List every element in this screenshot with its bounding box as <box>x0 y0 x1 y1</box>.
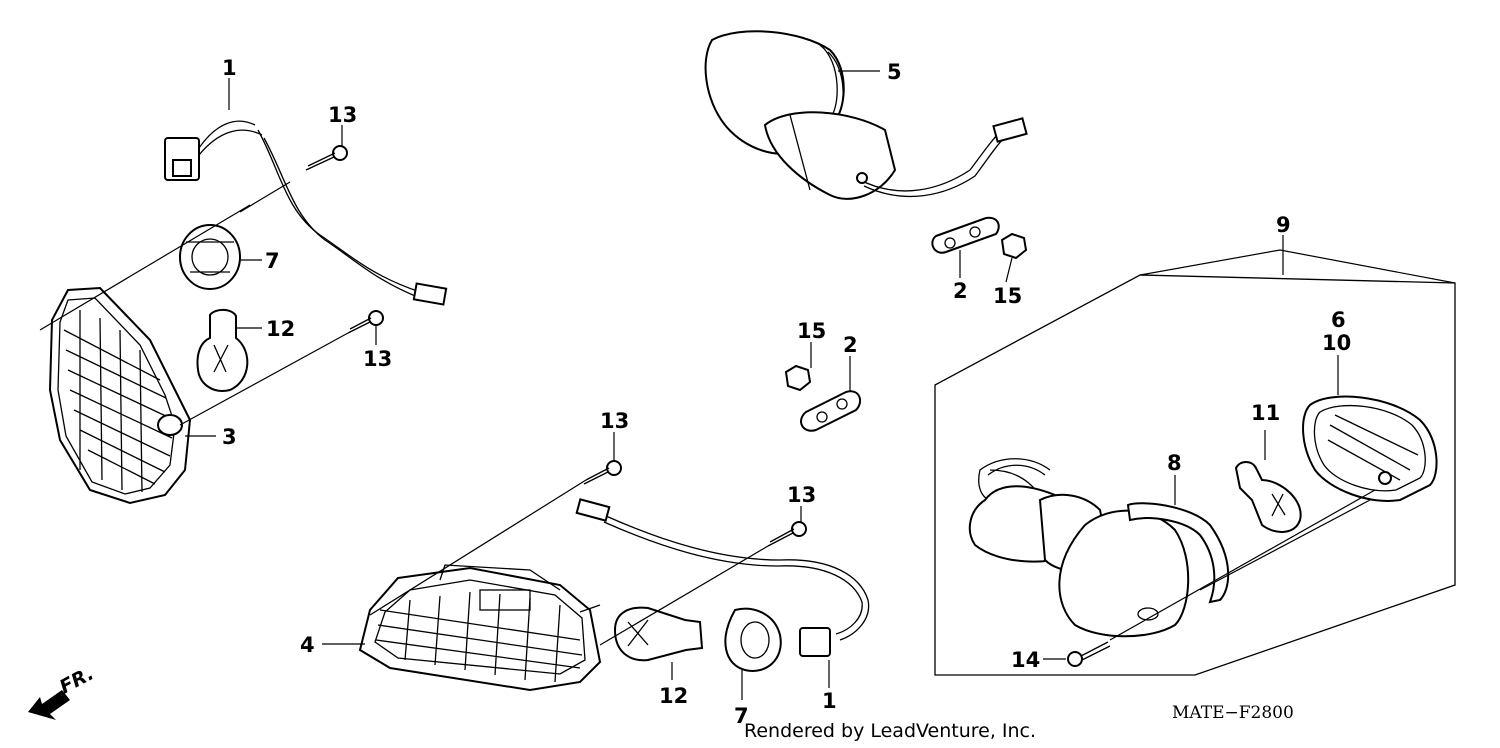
callout-1-top: 1 <box>222 56 237 80</box>
lens-6-10 <box>1302 395 1438 502</box>
assembly-box-9 <box>934 249 1456 676</box>
nut-15-mid <box>784 364 812 392</box>
callout-12-bottom: 12 <box>659 684 688 708</box>
callout-2-mid: 2 <box>843 333 858 357</box>
callout-9: 9 <box>1276 213 1291 237</box>
callout-6: 6 <box>1331 308 1346 332</box>
callout-12-left: 12 <box>266 317 295 341</box>
callout-1-bottom: 1 <box>822 689 837 713</box>
callout-14: 14 <box>1011 648 1040 672</box>
callout-7-bottom: 7 <box>734 704 749 728</box>
socket-7-left <box>179 224 241 290</box>
screw-13-lower-left <box>347 310 384 334</box>
bulb-11 <box>1234 461 1302 533</box>
callout-5: 5 <box>887 60 902 84</box>
front-direction-arrow-icon: FR. <box>28 662 97 720</box>
turn-light-lens-4 <box>358 564 602 692</box>
callout-4: 4 <box>300 633 315 657</box>
callout-13-lower: 13 <box>363 347 392 371</box>
turn-signal-5 <box>704 30 1028 200</box>
bulb-12-left <box>196 308 249 392</box>
turn-signal-housing <box>968 458 1190 638</box>
nut-15-top <box>1000 232 1028 260</box>
callout-13-upper: 13 <box>328 103 357 127</box>
callout-3: 3 <box>222 425 237 449</box>
bulb-12-bottom <box>613 606 704 662</box>
callout-7-left: 7 <box>265 249 280 273</box>
callout-2-top: 2 <box>953 279 968 303</box>
callout-13-bottom-right: 13 <box>787 483 816 507</box>
diagram-code: MATE−F2800 <box>1172 703 1294 723</box>
screw-13-bottom-right <box>767 521 807 547</box>
turn-light-lens-3 <box>48 286 192 505</box>
gasket-8 <box>1126 502 1230 604</box>
screw-13-bottom-left <box>583 460 622 485</box>
screw-13-upper-left <box>305 145 348 171</box>
plate-2-top <box>931 216 1000 254</box>
wire-harness-left <box>164 120 448 306</box>
socket-7-bottom <box>724 607 782 672</box>
callout-15-top: 15 <box>993 284 1022 308</box>
plate-2-mid <box>800 390 862 432</box>
wire-harness-bottom <box>575 498 870 657</box>
callout-13-bottom-left: 13 <box>600 409 629 433</box>
callout-11: 11 <box>1251 401 1280 425</box>
callout-8: 8 <box>1167 451 1182 475</box>
credit-text: Rendered by LeadVenture, Inc. <box>744 720 1036 742</box>
callout-10: 10 <box>1322 331 1351 355</box>
screw-14 <box>1067 641 1111 667</box>
callout-15-mid: 15 <box>797 319 826 343</box>
